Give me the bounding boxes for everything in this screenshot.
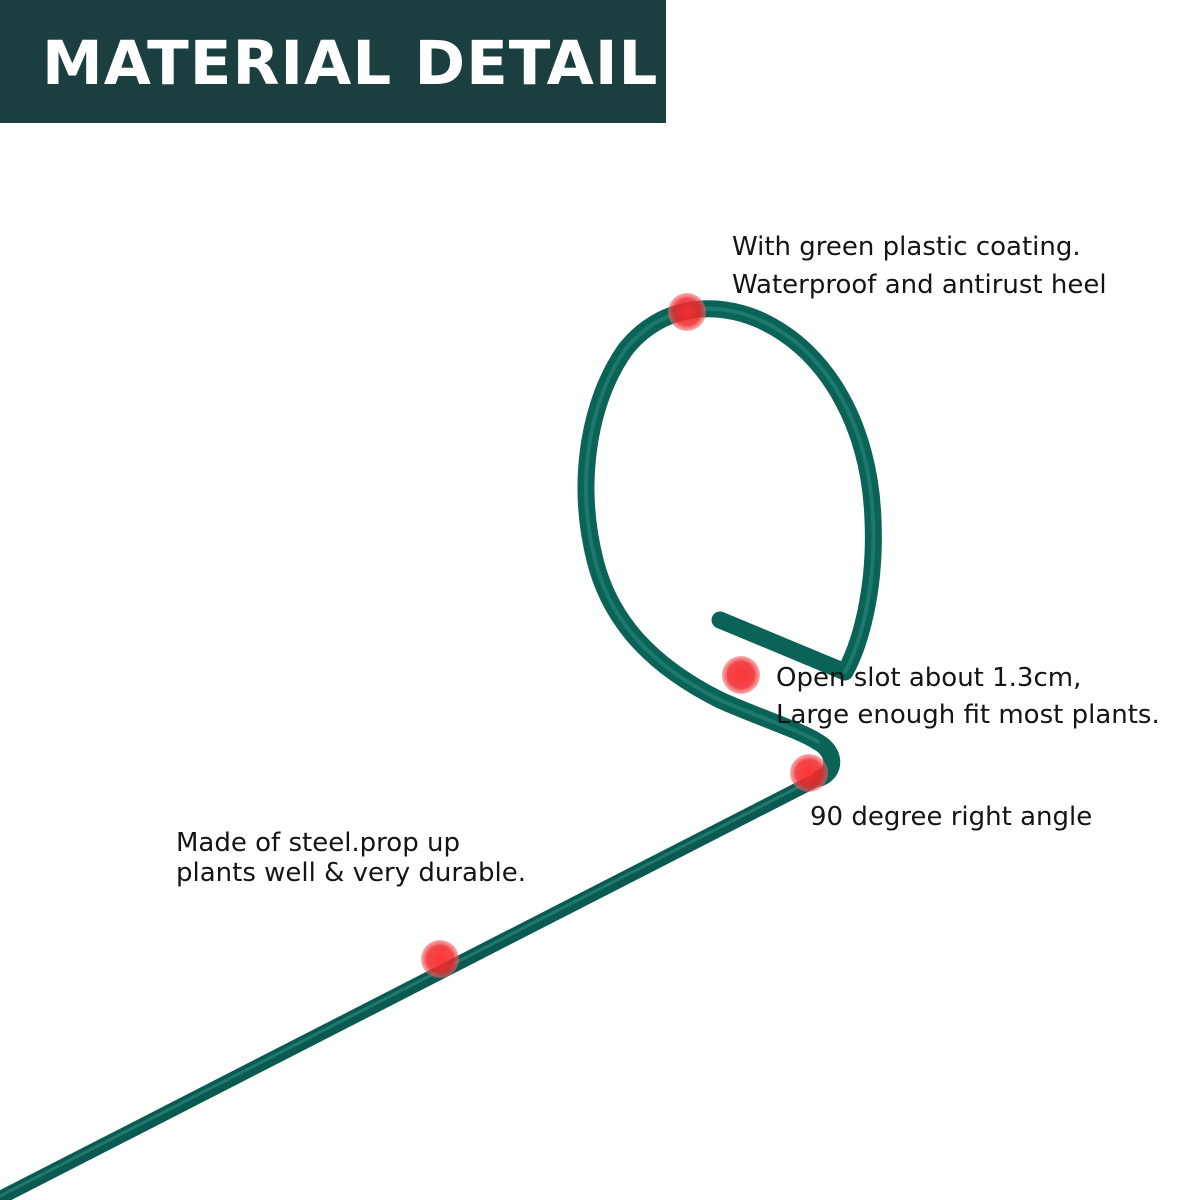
callout-steel-line1: Made of steel.prop up [176, 828, 460, 858]
marker-coating-dot [668, 293, 706, 331]
callout-open-slot: Open slot about 1.3cm, Large enough fit … [776, 660, 1160, 734]
title-banner: MATERIAL DETAIL [0, 0, 666, 123]
callout-right-angle: 90 degree right angle [810, 798, 1092, 836]
marker-slot-dot [722, 656, 760, 694]
callout-slot-line1: Open slot about 1.3cm, [776, 663, 1082, 693]
callout-steel-line2: plants well & very durable. [176, 858, 526, 888]
callout-slot-line2: Large enough fit most plants. [776, 700, 1160, 730]
callout-steel: Made of steel.prop up plants well & very… [176, 828, 526, 888]
marker-angle-dot [790, 754, 828, 792]
callout-coating: With green plastic coating. Waterproof a… [732, 228, 1107, 304]
page-title: MATERIAL DETAIL [42, 28, 659, 99]
callout-angle-line1: 90 degree right angle [810, 802, 1093, 832]
callout-coating-line1: With green plastic coating. [732, 232, 1081, 262]
stake-rod [0, 300, 882, 1200]
callout-coating-line2: Waterproof and antirust heel [732, 270, 1107, 300]
marker-steel-dot [421, 940, 459, 978]
